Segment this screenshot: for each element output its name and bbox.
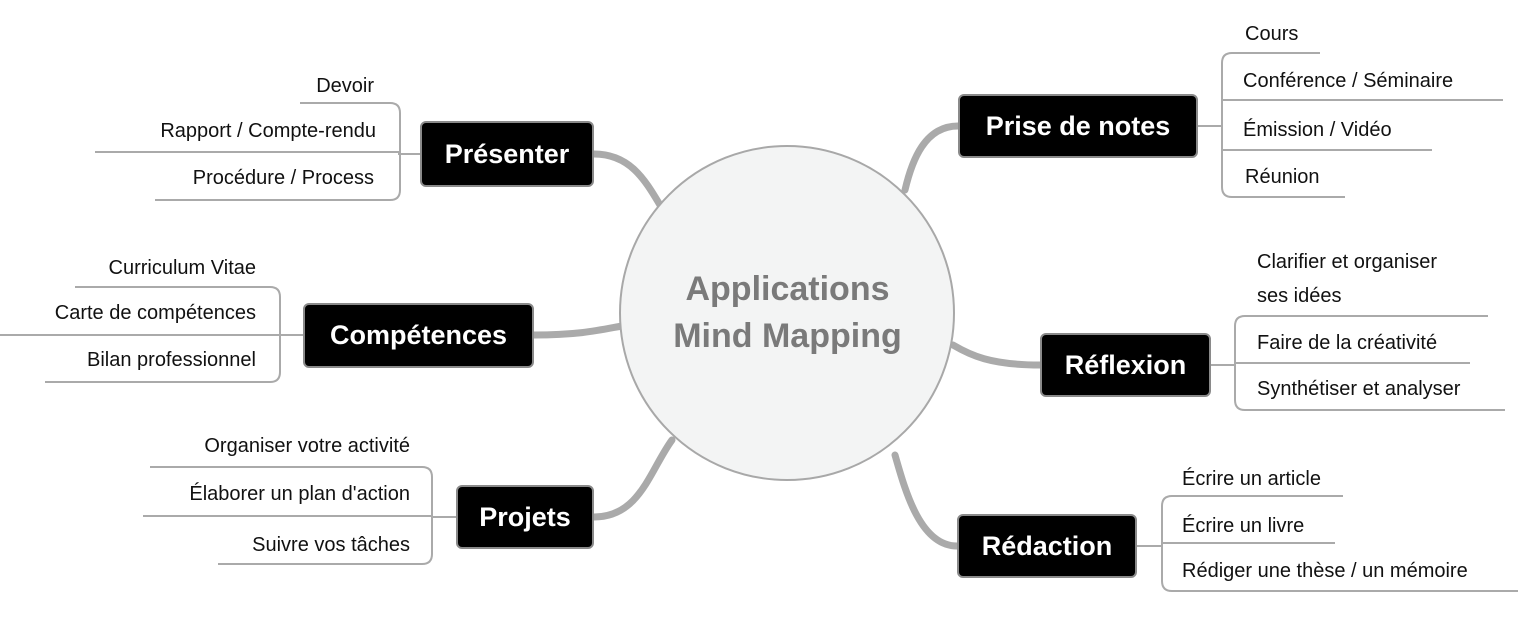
leaf-organiser[interactable]: Organiser votre activité [204,435,410,457]
leaf-procedure[interactable]: Procédure / Process [192,167,374,189]
leaf-cv[interactable]: Curriculum Vitae [108,257,256,279]
node-competences[interactable]: Compétences [303,303,534,368]
leaf-clarifier-line1[interactable]: Clarifier et organiser [1257,251,1438,273]
center-circle [619,145,955,481]
node-prise-de-notes[interactable]: Prise de notes [958,94,1198,158]
leaf-plan-action[interactable]: Élaborer un plan d'action [189,483,410,505]
leaf-creativite[interactable]: Faire de la créativité [1257,332,1438,354]
leaf-livre[interactable]: Écrire un livre [1182,515,1305,537]
leaf-bilan[interactable]: Bilan professionnel [87,349,256,371]
node-redaction[interactable]: Rédaction [957,514,1137,578]
center-title-line1: Applications [685,270,890,308]
node-reflexion[interactable]: Réflexion [1040,333,1211,397]
leaf-emission[interactable]: Émission / Vidéo [1243,119,1392,141]
leaf-reunion[interactable]: Réunion [1245,166,1320,188]
leaf-devoir[interactable]: Devoir [316,75,374,97]
leaf-these[interactable]: Rédiger une thèse / un mémoire [1182,560,1468,582]
leaf-conference[interactable]: Conférence / Séminaire [1243,70,1454,92]
main-connectors [530,122,1044,550]
node-presenter[interactable]: Présenter [420,121,594,187]
center-title-line2: Mind Mapping [673,317,902,355]
leaf-cours[interactable]: Cours [1245,23,1299,45]
leaf-taches[interactable]: Suivre vos tâches [252,534,410,556]
leaf-article[interactable]: Écrire un article [1182,468,1321,490]
leaf-synthetiser[interactable]: Synthétiser et analyser [1257,378,1461,400]
leaf-lines [0,52,1518,592]
leaf-carte-competences[interactable]: Carte de compétences [54,302,256,324]
leaf-rapport[interactable]: Rapport / Compte-rendu [160,120,376,142]
leaf-clarifier-line2[interactable]: ses idées [1257,285,1342,307]
node-projets[interactable]: Projets [456,485,594,549]
